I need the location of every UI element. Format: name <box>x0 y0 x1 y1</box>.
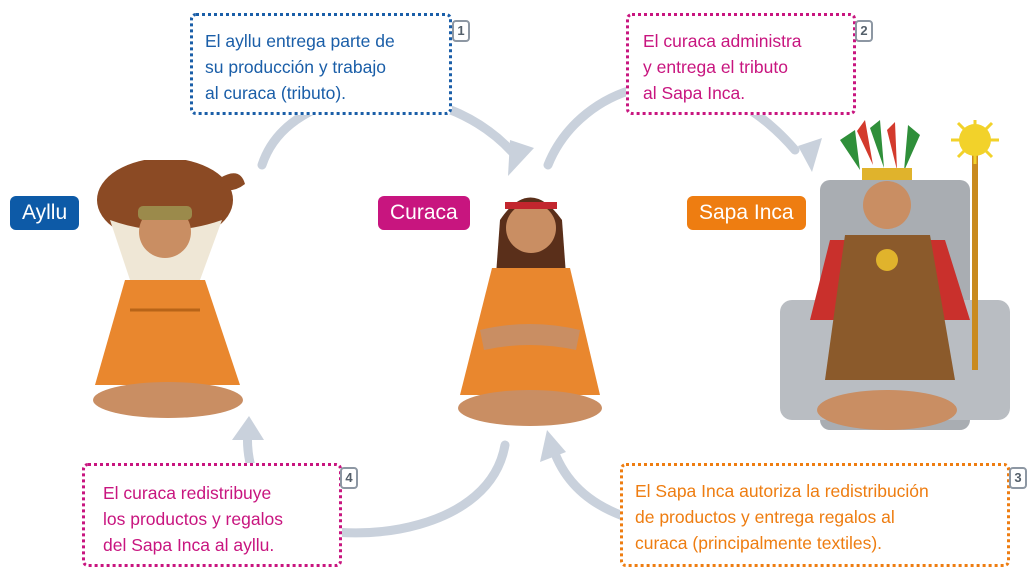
step-3-line-3: curaca (principalmente textiles). <box>635 533 883 553</box>
legs <box>93 382 243 418</box>
label-curaca: Curaca <box>378 196 470 230</box>
arrowhead-2 <box>798 138 822 172</box>
sapa-inca-figure <box>780 120 1010 430</box>
headband <box>505 202 557 209</box>
step-4-number-badge: 4 <box>340 467 358 489</box>
step-2-box: El curaca administra y entrega el tribut… <box>626 13 856 115</box>
step-1-line-3: al curaca (tributo). <box>205 83 347 103</box>
arrowhead-1 <box>508 140 534 176</box>
head <box>506 203 556 253</box>
legs <box>817 390 957 430</box>
step-2-number-badge: 2 <box>855 20 873 42</box>
step-1-number-badge: 1 <box>452 20 470 42</box>
curaca-figure <box>458 197 602 426</box>
tunic <box>95 280 240 385</box>
label-sapa-inca: Sapa Inca <box>687 196 806 230</box>
step-1-box: El ayllu entrega parte de su producción … <box>190 13 452 115</box>
head <box>863 181 911 229</box>
step-4-box: El curaca redistribuye los productos y r… <box>82 463 342 567</box>
arrowhead-3 <box>540 430 566 462</box>
arrowhead-4 <box>232 416 264 440</box>
legs <box>458 390 602 426</box>
step-3-line-2: de productos y entrega regalos al <box>635 507 895 527</box>
tunic <box>825 235 955 380</box>
step-3-box: El Sapa Inca autoriza la redistribución … <box>620 463 1010 567</box>
step-3-number-badge: 3 <box>1009 467 1027 489</box>
step-2-line-1: El curaca administra <box>643 31 802 51</box>
step-2-line-3: al Sapa Inca. <box>643 83 746 103</box>
ayllu-figure <box>93 160 245 418</box>
step-2-line-2: y entrega el tributo <box>643 57 788 77</box>
step-3-line-1: El Sapa Inca autoriza la redistribución <box>635 481 929 501</box>
step-4-line-2: los productos y regalos <box>103 509 283 529</box>
crossed-arms <box>480 324 580 350</box>
step-1-line-1: El ayllu entrega parte de <box>205 31 395 51</box>
feather-crown <box>840 120 920 171</box>
label-ayllu: Ayllu <box>10 196 80 230</box>
step-1-line-2: su producción y trabajo <box>205 57 386 77</box>
step-4-line-3: del Sapa Inca al ayllu. <box>103 535 275 555</box>
step-4-line-1: El curaca redistribuye <box>103 483 272 503</box>
bundle <box>97 160 233 242</box>
